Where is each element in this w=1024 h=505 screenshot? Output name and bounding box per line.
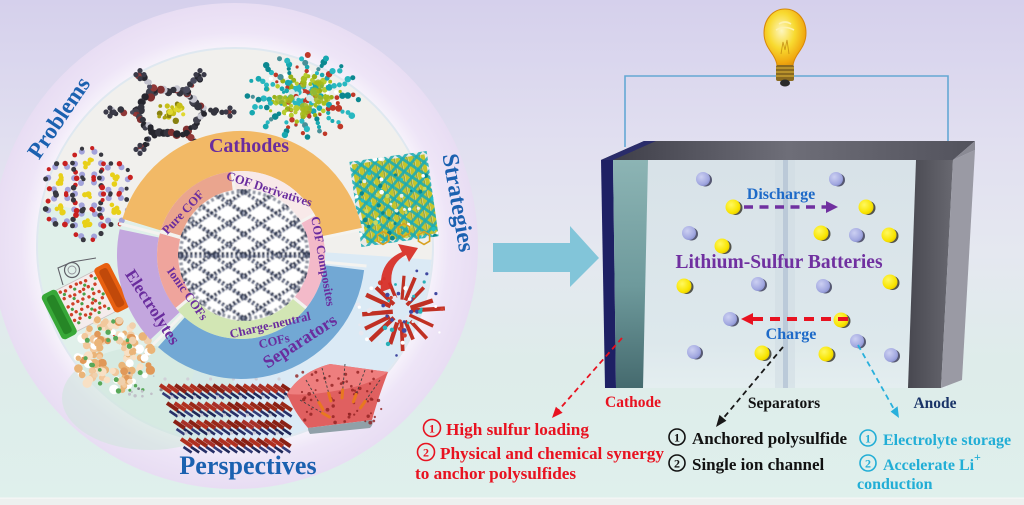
svg-text:Cathodes: Cathodes (209, 135, 289, 157)
svg-text:COFs: COFs (257, 331, 291, 352)
svg-text:2: 2 (423, 446, 429, 460)
svg-text:Lithium-Sulfur Batteries: Lithium-Sulfur Batteries (675, 252, 883, 273)
svg-text:Separators: Separators (748, 395, 820, 412)
svg-text:1: 1 (429, 422, 435, 436)
svg-text:conduction: conduction (857, 476, 933, 493)
svg-text:High sulfur loading: High sulfur loading (446, 420, 589, 439)
svg-text:Anode: Anode (913, 395, 956, 412)
svg-text:Perspectives: Perspectives (179, 451, 316, 480)
svg-text:+: + (974, 450, 981, 464)
svg-text:Electrolyte storage: Electrolyte storage (883, 432, 1011, 449)
svg-text:Physical and chemical synergy: Physical and chemical synergy (440, 444, 664, 463)
svg-text:Accelerate Li: Accelerate Li (883, 457, 975, 474)
svg-text:2: 2 (674, 456, 680, 470)
svg-text:Charge: Charge (766, 326, 817, 343)
svg-text:1: 1 (674, 430, 680, 444)
svg-text:2: 2 (865, 456, 871, 470)
svg-text:1: 1 (865, 431, 871, 445)
svg-text:to anchor polysulfides: to anchor polysulfides (415, 464, 576, 483)
svg-text:Discharge: Discharge (747, 186, 815, 203)
svg-text:Anchored polysulfide: Anchored polysulfide (692, 429, 848, 448)
svg-text:Cathode: Cathode (605, 394, 661, 411)
svg-text:Single ion channel: Single ion channel (692, 455, 825, 474)
